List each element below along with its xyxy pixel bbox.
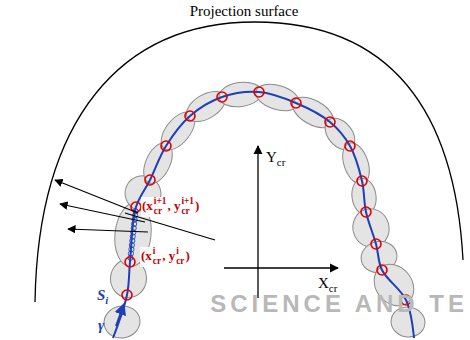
coordinate-label: (xi+1cr, yi+1cr) (141, 197, 200, 217)
tooth (155, 106, 202, 156)
control-point (125, 257, 135, 267)
normal-line (125, 213, 215, 240)
arc-length-label: Si (97, 288, 108, 306)
index-stack: icr (153, 247, 161, 267)
control-point (145, 175, 155, 185)
tooth (287, 91, 338, 134)
projection-ray (55, 180, 138, 213)
index-stack: i+1cr (181, 197, 194, 217)
tooth (181, 85, 230, 128)
label-text: i (105, 294, 108, 306)
axis-label: Ycr (266, 150, 285, 168)
watermark: SCIENCE AND TE (210, 292, 468, 316)
x-axis (224, 267, 338, 268)
label-text: X (318, 275, 329, 291)
label-text: γ (98, 317, 104, 333)
curve-label: γ (98, 318, 104, 333)
label-text: cr (277, 156, 285, 168)
curve-direction-arrow (116, 304, 124, 326)
label-text: cr (181, 207, 194, 217)
label-text: i (176, 247, 184, 257)
axes (224, 146, 338, 298)
label-text: ) (195, 198, 199, 213)
label-text: cr (176, 257, 184, 267)
projection-surface (35, 22, 463, 302)
label-text: cr (154, 207, 167, 217)
label-text: Projection surface (190, 3, 299, 19)
label-text: i (153, 247, 161, 257)
label-text: , y (162, 248, 175, 263)
index-stack: i+1cr (154, 197, 167, 217)
control-point (361, 207, 371, 217)
tooth (101, 303, 142, 340)
label-text: (x (142, 198, 153, 213)
coordinate-label: (xicr, yicr) (140, 247, 191, 267)
control-point (185, 111, 195, 121)
control-point (291, 98, 301, 108)
control-point (325, 117, 335, 127)
projection-rays (55, 180, 215, 240)
y-axis (257, 146, 258, 298)
projection-ray (60, 204, 145, 222)
tooth (319, 112, 361, 155)
label-text: Y (266, 149, 277, 165)
index-stack: icr (176, 247, 184, 267)
control-point (217, 92, 227, 102)
label-text: , y (167, 198, 180, 213)
control-point (161, 141, 171, 151)
label-text: cr (153, 257, 161, 267)
control-point (122, 290, 132, 300)
label-text: SCIENCE AND TE (210, 290, 468, 317)
label-text: S (97, 287, 105, 303)
control-point (345, 141, 355, 151)
projection-ray (68, 229, 148, 232)
label-text: i+1 (154, 197, 167, 207)
control-point (371, 239, 381, 249)
control-point (377, 265, 387, 275)
label-text: i+1 (181, 197, 194, 207)
label-text: (x (141, 248, 152, 263)
control-point (357, 176, 367, 186)
control-point (254, 87, 264, 97)
label-text: ) (185, 248, 189, 263)
surface-label: Projection surface (190, 4, 299, 19)
sample-points (122, 87, 411, 305)
